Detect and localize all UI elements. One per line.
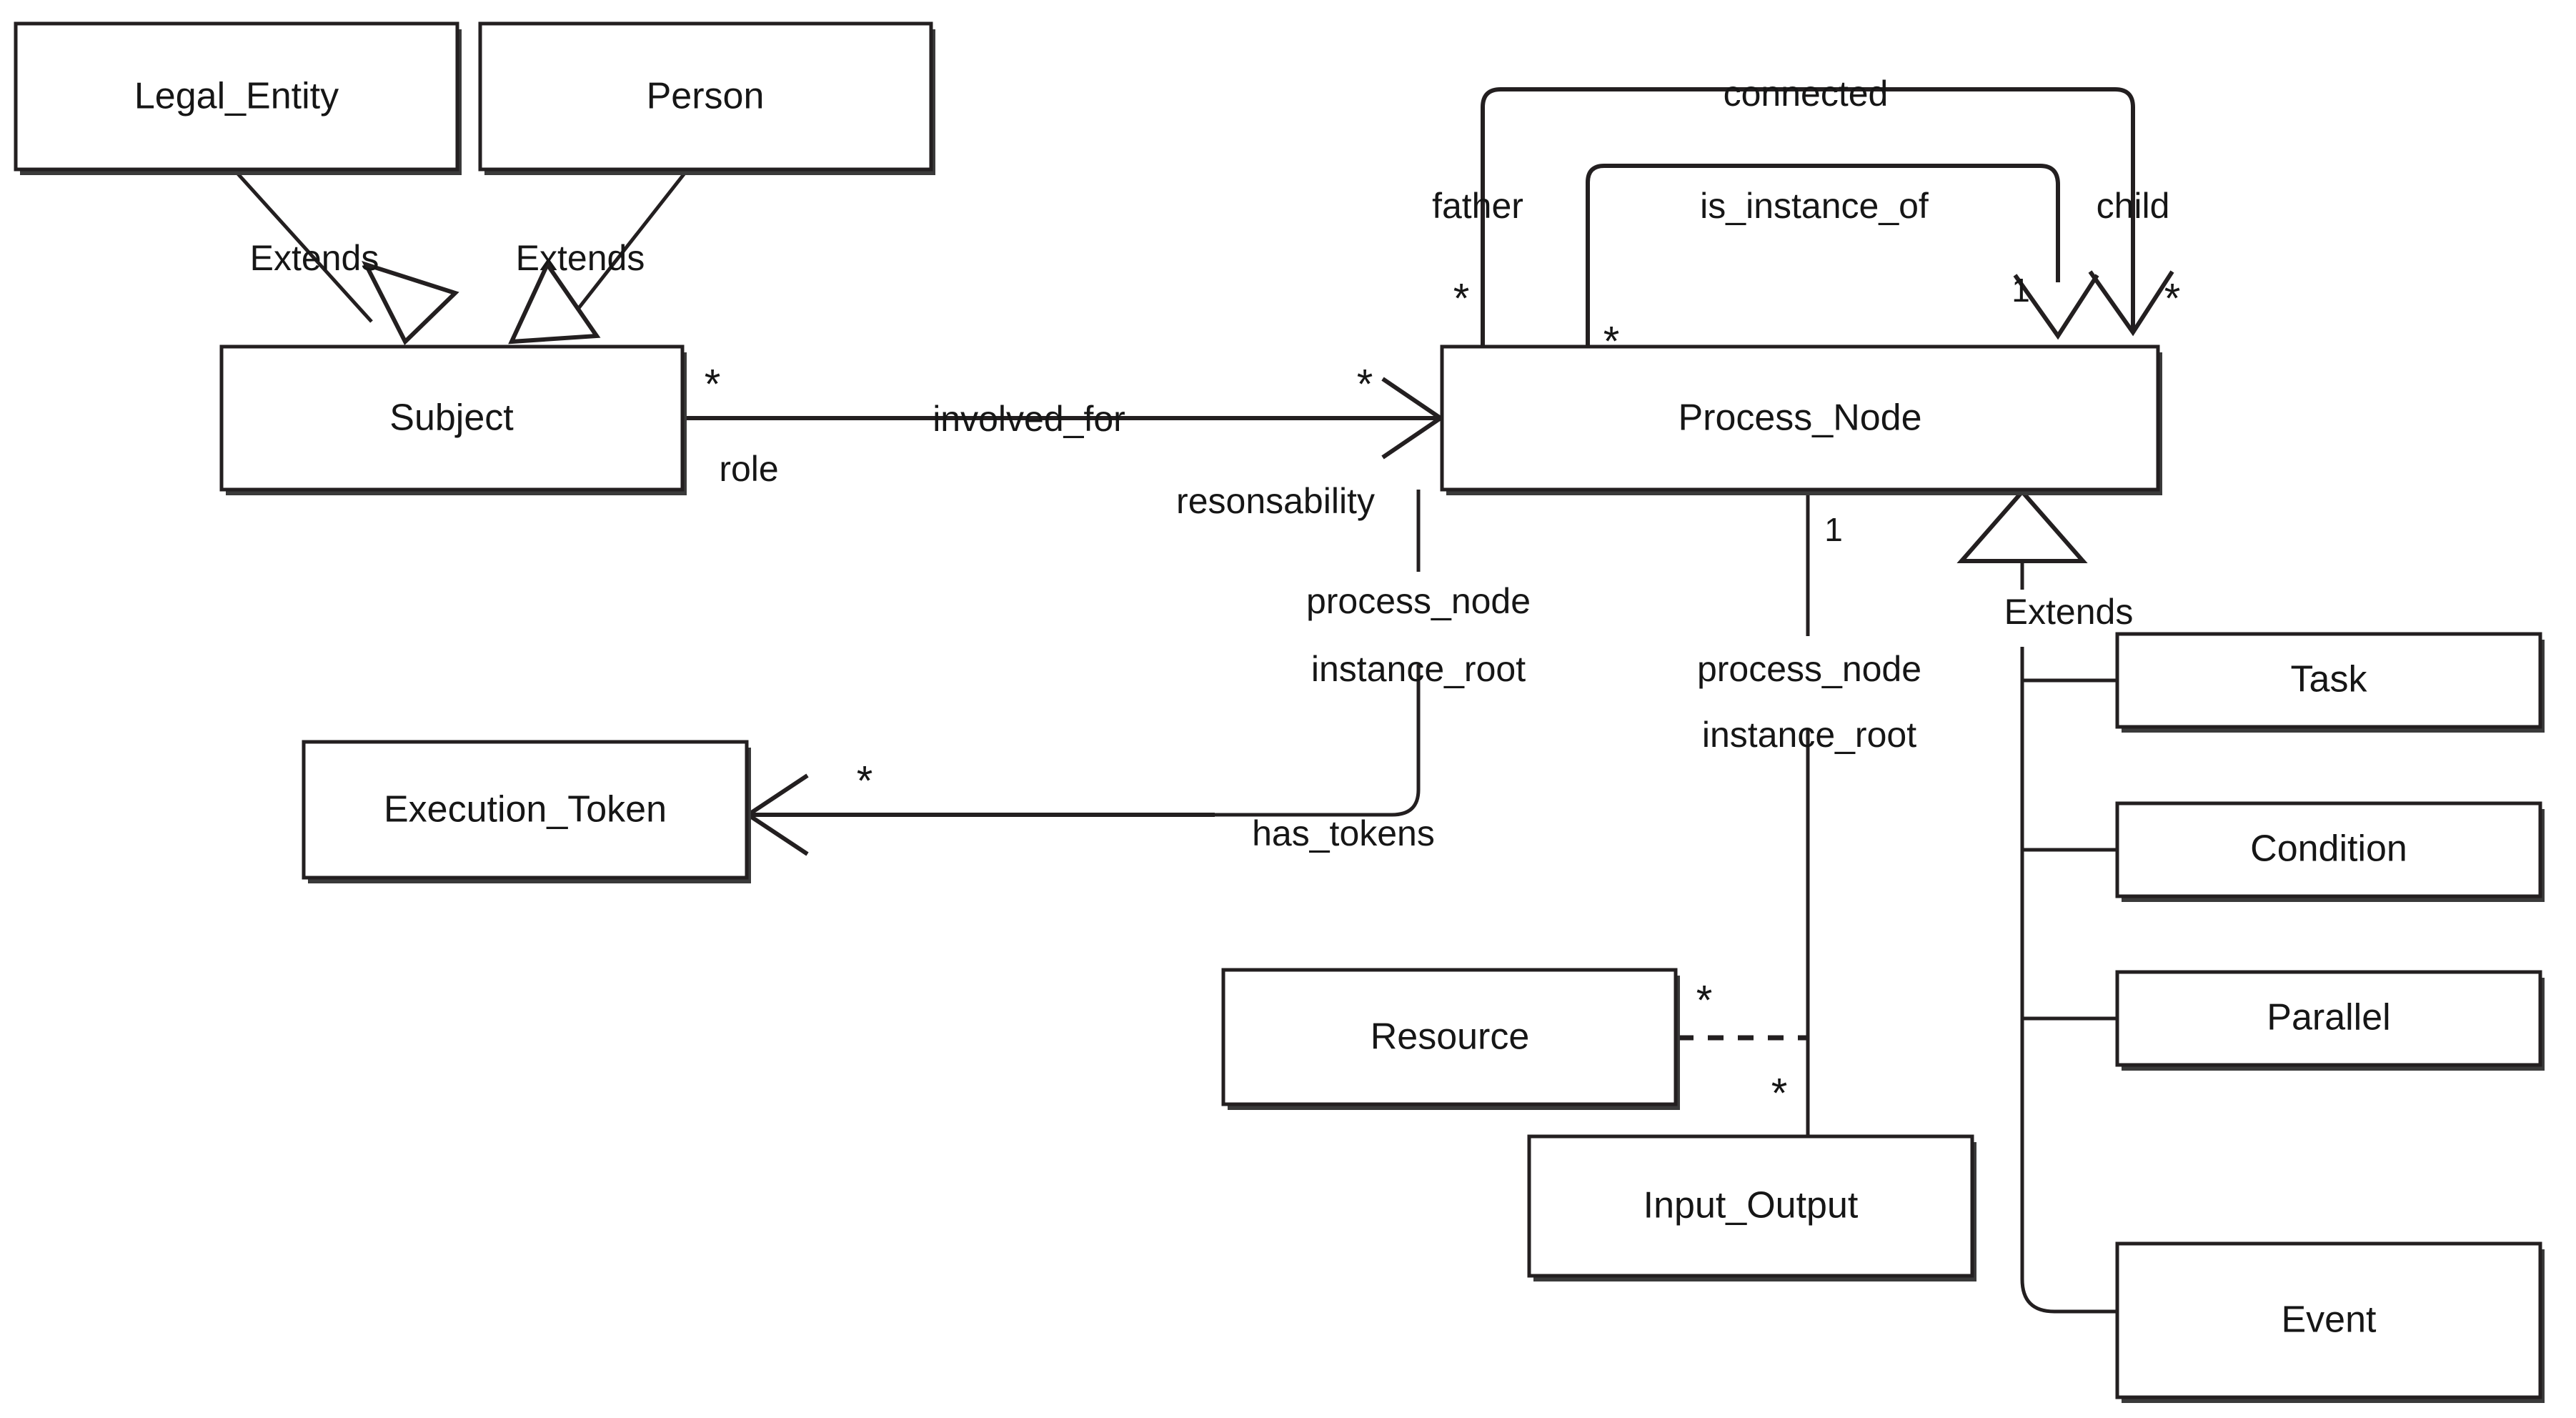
edge-label-child: child (2097, 186, 2170, 226)
class-box-subject[interactable]: Subject (219, 344, 687, 495)
class-box-legal-entity[interactable]: Legal_Entity (14, 21, 462, 175)
edge-label-connected: connected (1724, 74, 1889, 114)
class-box-resource[interactable]: Resource (1221, 968, 1680, 1110)
edge-process-node-connected[interactable] (1481, 87, 2174, 347)
class-label-legal-entity: Legal_Entity (134, 76, 339, 117)
edge-label-process-node-left: process_node (1306, 581, 1531, 621)
multiplicity-subject-star: * (705, 362, 721, 408)
edge-label-is-instance-of: is_instance_of (1700, 186, 1929, 226)
multiplicity-father-star: * (1453, 276, 1470, 322)
class-label-execution-token: Execution_Token (384, 789, 667, 831)
edge-legal-entity-extends-subject[interactable] (234, 170, 459, 345)
multiplicity-child-star: * (2164, 276, 2181, 322)
edge-label-role: role (719, 449, 778, 489)
multiplicity-input-output-star: * (1771, 1071, 1788, 1117)
class-label-input-output: Input_Output (1643, 1185, 1859, 1226)
multiplicity-input-output-one: 1 (1824, 511, 1843, 548)
multiplicity-process-node-in-star: * (1357, 362, 1373, 408)
class-box-condition[interactable]: Condition (2115, 801, 2545, 902)
class-box-process-node[interactable]: Process_Node (1440, 344, 2162, 495)
class-label-process-node: Process_Node (1678, 397, 1921, 439)
class-box-execution-token[interactable]: Execution_Token (302, 740, 751, 883)
class-label-event: Event (2282, 1299, 2377, 1341)
class-box-task[interactable]: Task (2115, 632, 2545, 733)
edge-label-instance-root-left: instance_root (1311, 649, 1526, 689)
class-box-event[interactable]: Event (2115, 1241, 2545, 1403)
class-label-person: Person (647, 76, 765, 117)
edge-label-process-node-right: process_node (1697, 649, 1921, 689)
class-label-resource: Resource (1371, 1016, 1530, 1058)
edge-person-extends-subject[interactable] (508, 170, 687, 344)
edge-process-node-extends-subclasses[interactable] (1956, 488, 2117, 1314)
edge-label-extends-subclasses: Extends (2004, 592, 2134, 632)
multiplicity-is-instance-star: * (1603, 319, 1620, 365)
class-box-input-output[interactable]: Input_Output (1527, 1134, 1976, 1281)
multiplicity-resource-star: * (1696, 978, 1713, 1024)
class-box-parallel[interactable]: Parallel (2115, 970, 2545, 1071)
edge-label-extends-legal-entity: Extends (250, 238, 379, 278)
edge-label-has-tokens: has_tokens (1252, 813, 1435, 853)
edge-process-node-is-instance-of[interactable] (1586, 164, 2099, 347)
class-label-task: Task (2291, 659, 2368, 700)
edge-label-involved-for: involved_for (933, 399, 1125, 439)
edge-label-extends-person: Extends (516, 238, 645, 278)
class-label-parallel: Parallel (2267, 997, 2390, 1038)
edge-label-resonsability: resonsability (1176, 481, 1375, 521)
class-label-subject: Subject (389, 397, 514, 439)
multiplicity-token-star: * (857, 758, 873, 805)
class-label-condition: Condition (2250, 828, 2407, 870)
edge-label-instance-root-right: instance_root (1702, 715, 1916, 755)
multiplicity-is-instance-one: 1 (2011, 272, 2030, 309)
edge-label-father: father (1432, 186, 1523, 226)
class-box-person[interactable]: Person (478, 21, 935, 175)
